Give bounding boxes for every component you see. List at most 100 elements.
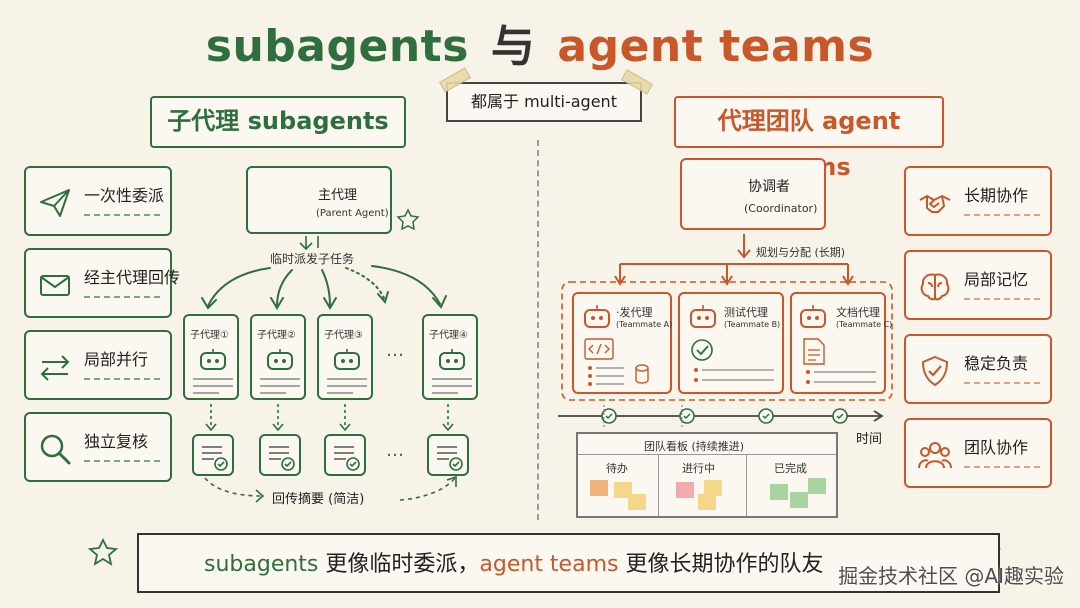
kanban-divider [578,454,836,455]
teammate-label: 测试代理 [724,306,768,319]
subagent-card: 子代理③ [317,314,373,400]
card-label: 团队协作 [964,438,1029,457]
main-agent-label: 主代理 [318,188,358,203]
team-icon [918,442,952,469]
magnifier-icon [40,434,71,465]
doc-check-icon [202,446,228,471]
kanban-divider [658,454,659,516]
multi-agent-tag-text: 都属于 multi-agent [471,92,617,111]
coordinator-sub: (Coordinator) [744,202,818,215]
kanban-note [770,484,788,500]
timeline-check-icon [601,408,848,424]
card-underline [84,378,160,380]
kanban-note [808,478,826,494]
card-local-memory: 局部记忆 [904,250,1052,320]
coordinator-label: 协调者 [748,179,790,195]
card-underline [964,466,1040,468]
title-agent-teams: agent teams [557,21,875,72]
card-label: 局部记忆 [964,270,1029,289]
handshake-icon [919,195,951,213]
teammate-card-b: 测试代理 (Teammate B) [678,292,784,394]
kanban-note [590,480,608,496]
timeline-label: 时间 [856,432,883,447]
check-circle-icon [691,339,774,382]
main-agent-sub: (Parent Agent) [316,208,389,219]
card-underline [964,214,1040,216]
ellipsis: … [386,440,404,461]
page-title: subagents 与 agent teams [0,10,1080,74]
subagent-label: 子代理② [257,330,296,341]
robot-icon [439,349,465,370]
robot-icon [584,305,610,328]
teammate-sub: (Teammate C) [836,320,893,329]
multi-agent-tag: 都属于 multi-agent [446,82,642,122]
subagent-label: 子代理① [190,330,229,341]
star-icon [396,208,420,231]
summary-text-1: 更像临时委派， [318,552,480,577]
card-underline [84,214,160,216]
summary-agent-teams: agent teams [479,552,619,577]
doc-check-icon [269,446,295,471]
center-divider [537,140,539,520]
dispatch-label: 临时派发子任务 [270,252,355,266]
result-doc-icon [259,434,301,476]
subagent-label: 子代理③ [324,330,363,341]
summary-subagents: subagents [204,552,319,577]
result-doc-icon [324,434,366,476]
doc-check-icon [437,446,463,471]
card-label: 经主代理回传 [84,268,181,287]
card-label: 稳定负责 [964,354,1029,373]
kanban-col-doing: 进行中 [682,462,715,475]
main-agent-box: 主代理 (Parent Agent) [246,166,392,234]
card-label: 一次性委派 [84,186,165,205]
card-label: 局部并行 [84,350,149,369]
robot-icon [690,305,716,328]
subagents-header: 子代理 subagents [150,96,406,148]
kanban-note [790,492,808,508]
kanban-col-todo: 待办 [606,462,628,475]
kanban-note [614,482,632,498]
mail-icon [40,275,70,296]
document-icon [803,338,876,384]
teammate-card-a: ·发代理 (Teammate A) [572,292,672,394]
teammate-label: 文档代理 [836,306,880,319]
robot-icon [200,349,226,370]
parallel-arrows-icon [40,355,70,381]
brain-icon [920,273,950,301]
plan-label: 规划与分配 (长期) [756,246,846,259]
result-doc-icon [427,434,469,476]
subagents-header-text: 子代理 subagents [167,107,389,135]
card-underline [964,382,1040,384]
title-connector: 与 [490,21,536,72]
teammate-label: ·发代理 [616,306,653,319]
robot-icon [334,349,360,370]
title-subagents: subagents [205,21,469,72]
paper-plane-icon [40,189,70,217]
robot-icon [800,305,826,328]
card-label: 独立复核 [84,432,149,451]
text-lines-icon [260,378,300,394]
card-long-term-collab: 长期协作 [904,166,1052,236]
card-independent-review: 独立复核 [24,412,172,482]
teammate-card-c: 文档代理 (Teammate C) [790,292,892,394]
summary-text-2: 更像长期协作的队友 [618,552,824,577]
subagent-card: 子代理① [183,314,239,400]
kanban-note [698,494,716,510]
card-underline [84,460,160,462]
card-underline [84,296,160,298]
card-label: 长期协作 [964,186,1029,205]
star-icon [87,537,119,566]
bottom-banner [137,533,1000,593]
card-local-parallel: 局部并行 [24,330,172,400]
card-team-collab: 团队协作 [904,418,1052,488]
return-summary-label: 回传摘要 (简洁) [272,492,365,507]
doc-check-icon [334,446,360,471]
subagent-card: 子代理④ [422,314,478,400]
kanban-note [676,482,694,498]
subagent-label: 子代理④ [429,330,468,341]
shield-check-icon [921,355,949,387]
kanban-note [704,480,722,496]
card-one-time-delegate: 一次性委派 [24,166,172,236]
kanban-board: 团队看板 (持续推进) 待办 进行中 已完成 [576,432,838,518]
